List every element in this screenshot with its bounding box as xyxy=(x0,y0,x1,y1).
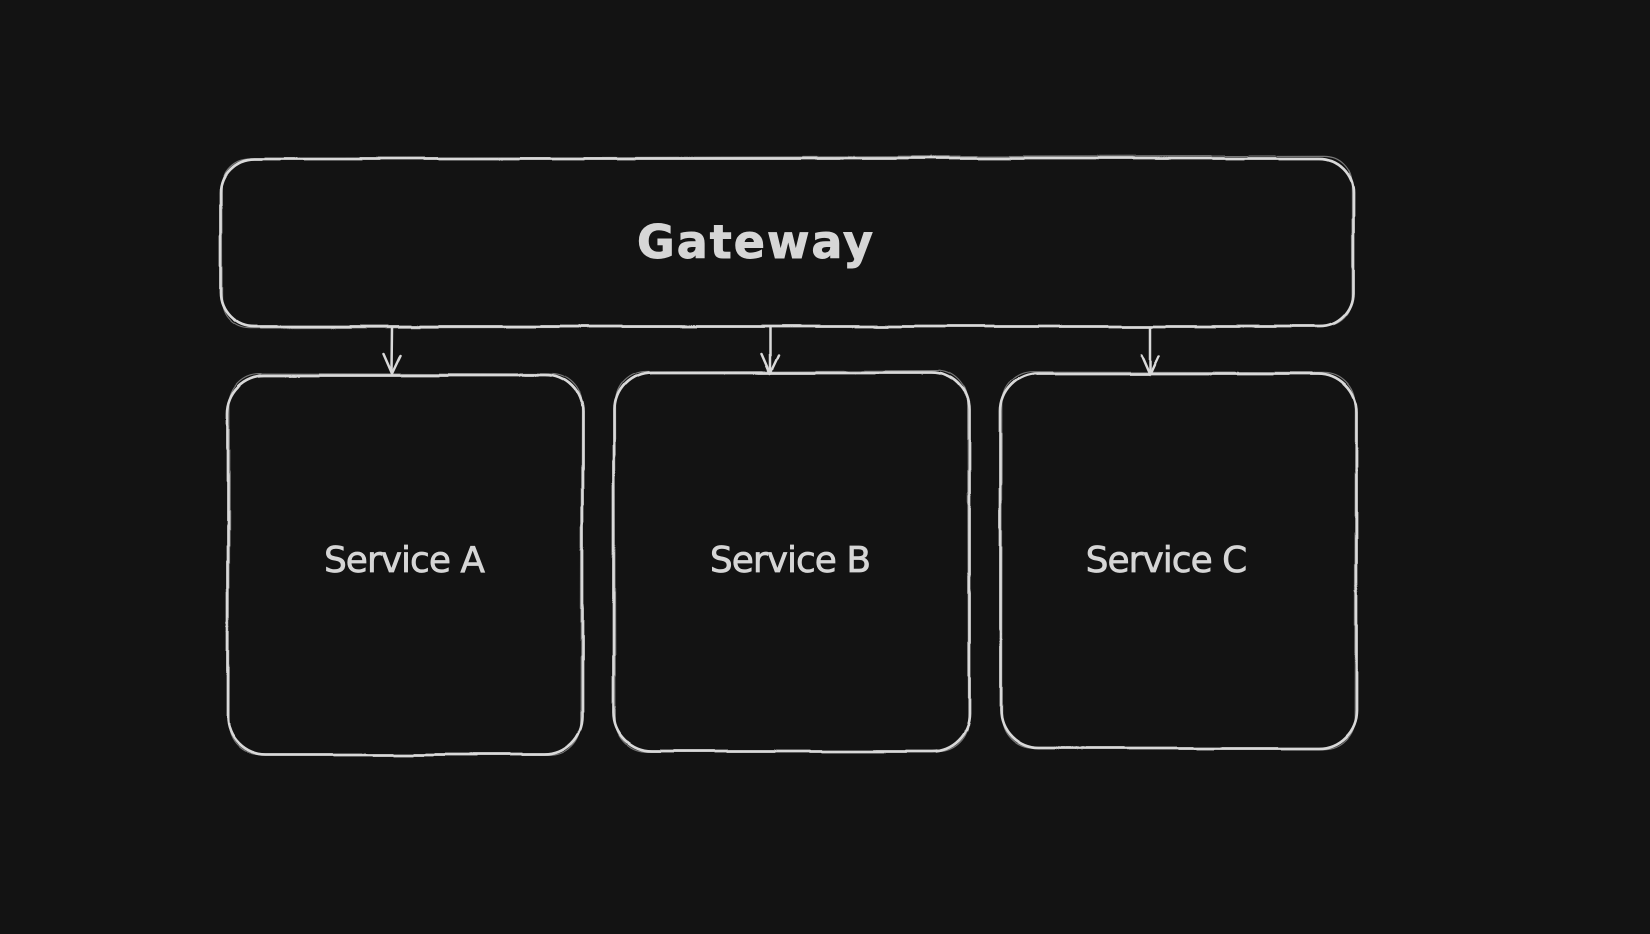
edge-c-arrowhead-icon xyxy=(1140,353,1160,376)
edge-gateway-to-service-b[interactable] xyxy=(760,326,780,375)
service-c-label: Service C xyxy=(1086,540,1247,581)
node-service-a[interactable] xyxy=(225,373,585,756)
gateway-box-sketch-overlay xyxy=(221,155,1353,329)
node-gateway[interactable] xyxy=(219,155,1355,329)
gateway-label: Gateway xyxy=(637,215,875,269)
node-service-c[interactable] xyxy=(999,371,1358,750)
service-c-box-sketch-overlay xyxy=(1001,371,1356,750)
edge-gateway-to-service-c[interactable] xyxy=(1140,326,1160,376)
service-b-label: Service B xyxy=(710,540,870,581)
edge-a-arrowhead-icon xyxy=(382,352,402,375)
edge-a-line xyxy=(390,326,394,373)
service-a-box-sketch-overlay xyxy=(227,373,583,756)
service-b-box-sketch-overlay xyxy=(613,370,970,753)
node-service-b[interactable] xyxy=(612,370,971,753)
edge-gateway-to-service-a[interactable] xyxy=(382,326,402,375)
service-a-label: Service A xyxy=(324,540,485,581)
edge-b-arrowhead-icon xyxy=(760,352,780,375)
